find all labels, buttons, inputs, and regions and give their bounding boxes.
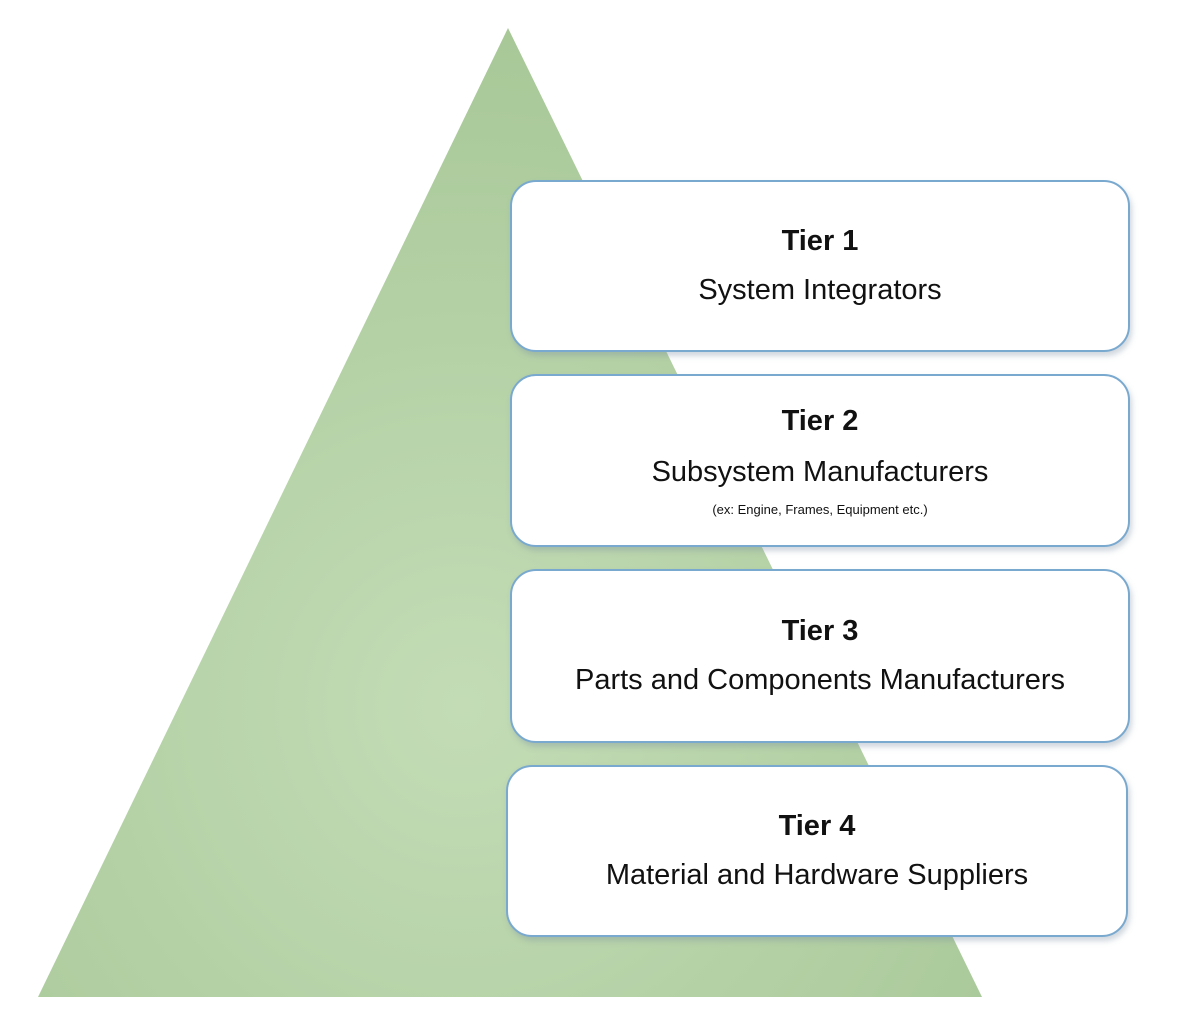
tier-1-name: System Integrators [698,274,942,306]
tier-2-heading: Tier 2 [781,404,859,437]
tier-3-box: Tier 3 Parts and Components Manufacturer… [510,569,1130,743]
tier-4-heading: Tier 4 [778,810,856,843]
tier-3-name: Parts and Components Manufacturers [574,664,1066,696]
tier-4-name: Material and Hardware Suppliers [605,859,1029,891]
tier-3-heading: Tier 3 [781,615,859,648]
tier-1-box: Tier 1 System Integrators [510,180,1130,352]
tier-1-heading: Tier 1 [781,225,859,258]
tier-2-box: Tier 2 Subsystem Manufacturers (ex: Engi… [510,374,1130,547]
tier-2-note: (ex: Engine, Frames, Equipment etc.) [712,501,928,517]
tier-2-name: Subsystem Manufacturers [651,455,989,488]
tier-4-box: Tier 4 Material and Hardware Suppliers [506,765,1128,937]
